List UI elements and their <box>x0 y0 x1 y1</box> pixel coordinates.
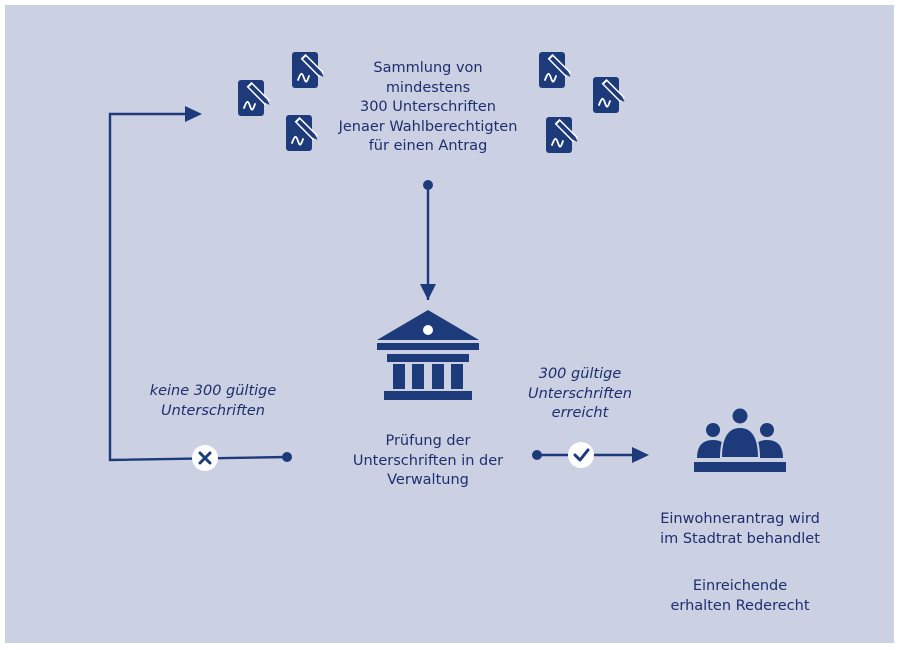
text-line: Jenaer Wahlberechtigten <box>338 118 518 135</box>
signed-document-icon <box>285 114 321 152</box>
step-speak-label: Einreichende erhalten Rederecht <box>640 577 840 616</box>
text-line: erreicht <box>551 405 609 421</box>
text-line: Verwaltung <box>387 472 469 488</box>
text-line: keine 300 gültige <box>149 383 277 399</box>
text-line: 300 gültige <box>538 366 622 382</box>
signed-document-icon <box>592 76 628 114</box>
council-meeting-icon <box>694 406 786 472</box>
text-line: Einreichende <box>692 578 788 594</box>
text-line: 300 Unterschriften <box>359 99 496 115</box>
text-line: Unterschriften <box>161 402 265 419</box>
text-line: Unterschriften <box>528 385 632 402</box>
text-line: im Stadtrat behandlet <box>660 530 820 547</box>
text-line: Prüfung der <box>385 433 471 449</box>
town-hall-icon <box>377 310 479 400</box>
text-line: für einen Antrag <box>368 138 488 154</box>
branch-success-label: 300 gültige Unterschriften erreicht <box>515 365 645 424</box>
step-collect-label: Sammlung von mindestens 300 Unterschrift… <box>318 59 538 157</box>
cross-icon <box>192 445 218 471</box>
signed-document-icon <box>538 51 574 89</box>
text-line: Einwohnerantrag wird <box>660 511 820 527</box>
branch-fail-label: keine 300 gültige Unterschriften <box>118 382 308 421</box>
step-result-label: Einwohnerantrag wird im Stadtrat behandl… <box>640 510 840 549</box>
text-line: Sammlung von <box>373 60 483 76</box>
signed-document-icon <box>545 116 581 154</box>
text-line: erhalten Rederecht <box>670 597 810 614</box>
check-icon <box>568 442 594 468</box>
arrow-collect-to-review <box>420 180 436 300</box>
step-review-label: Prüfung der Unterschriften in der Verwal… <box>328 432 528 491</box>
signed-document-icon <box>237 79 273 117</box>
text-line: Unterschriften in der <box>352 452 504 469</box>
text-line: mindestens <box>385 79 471 96</box>
